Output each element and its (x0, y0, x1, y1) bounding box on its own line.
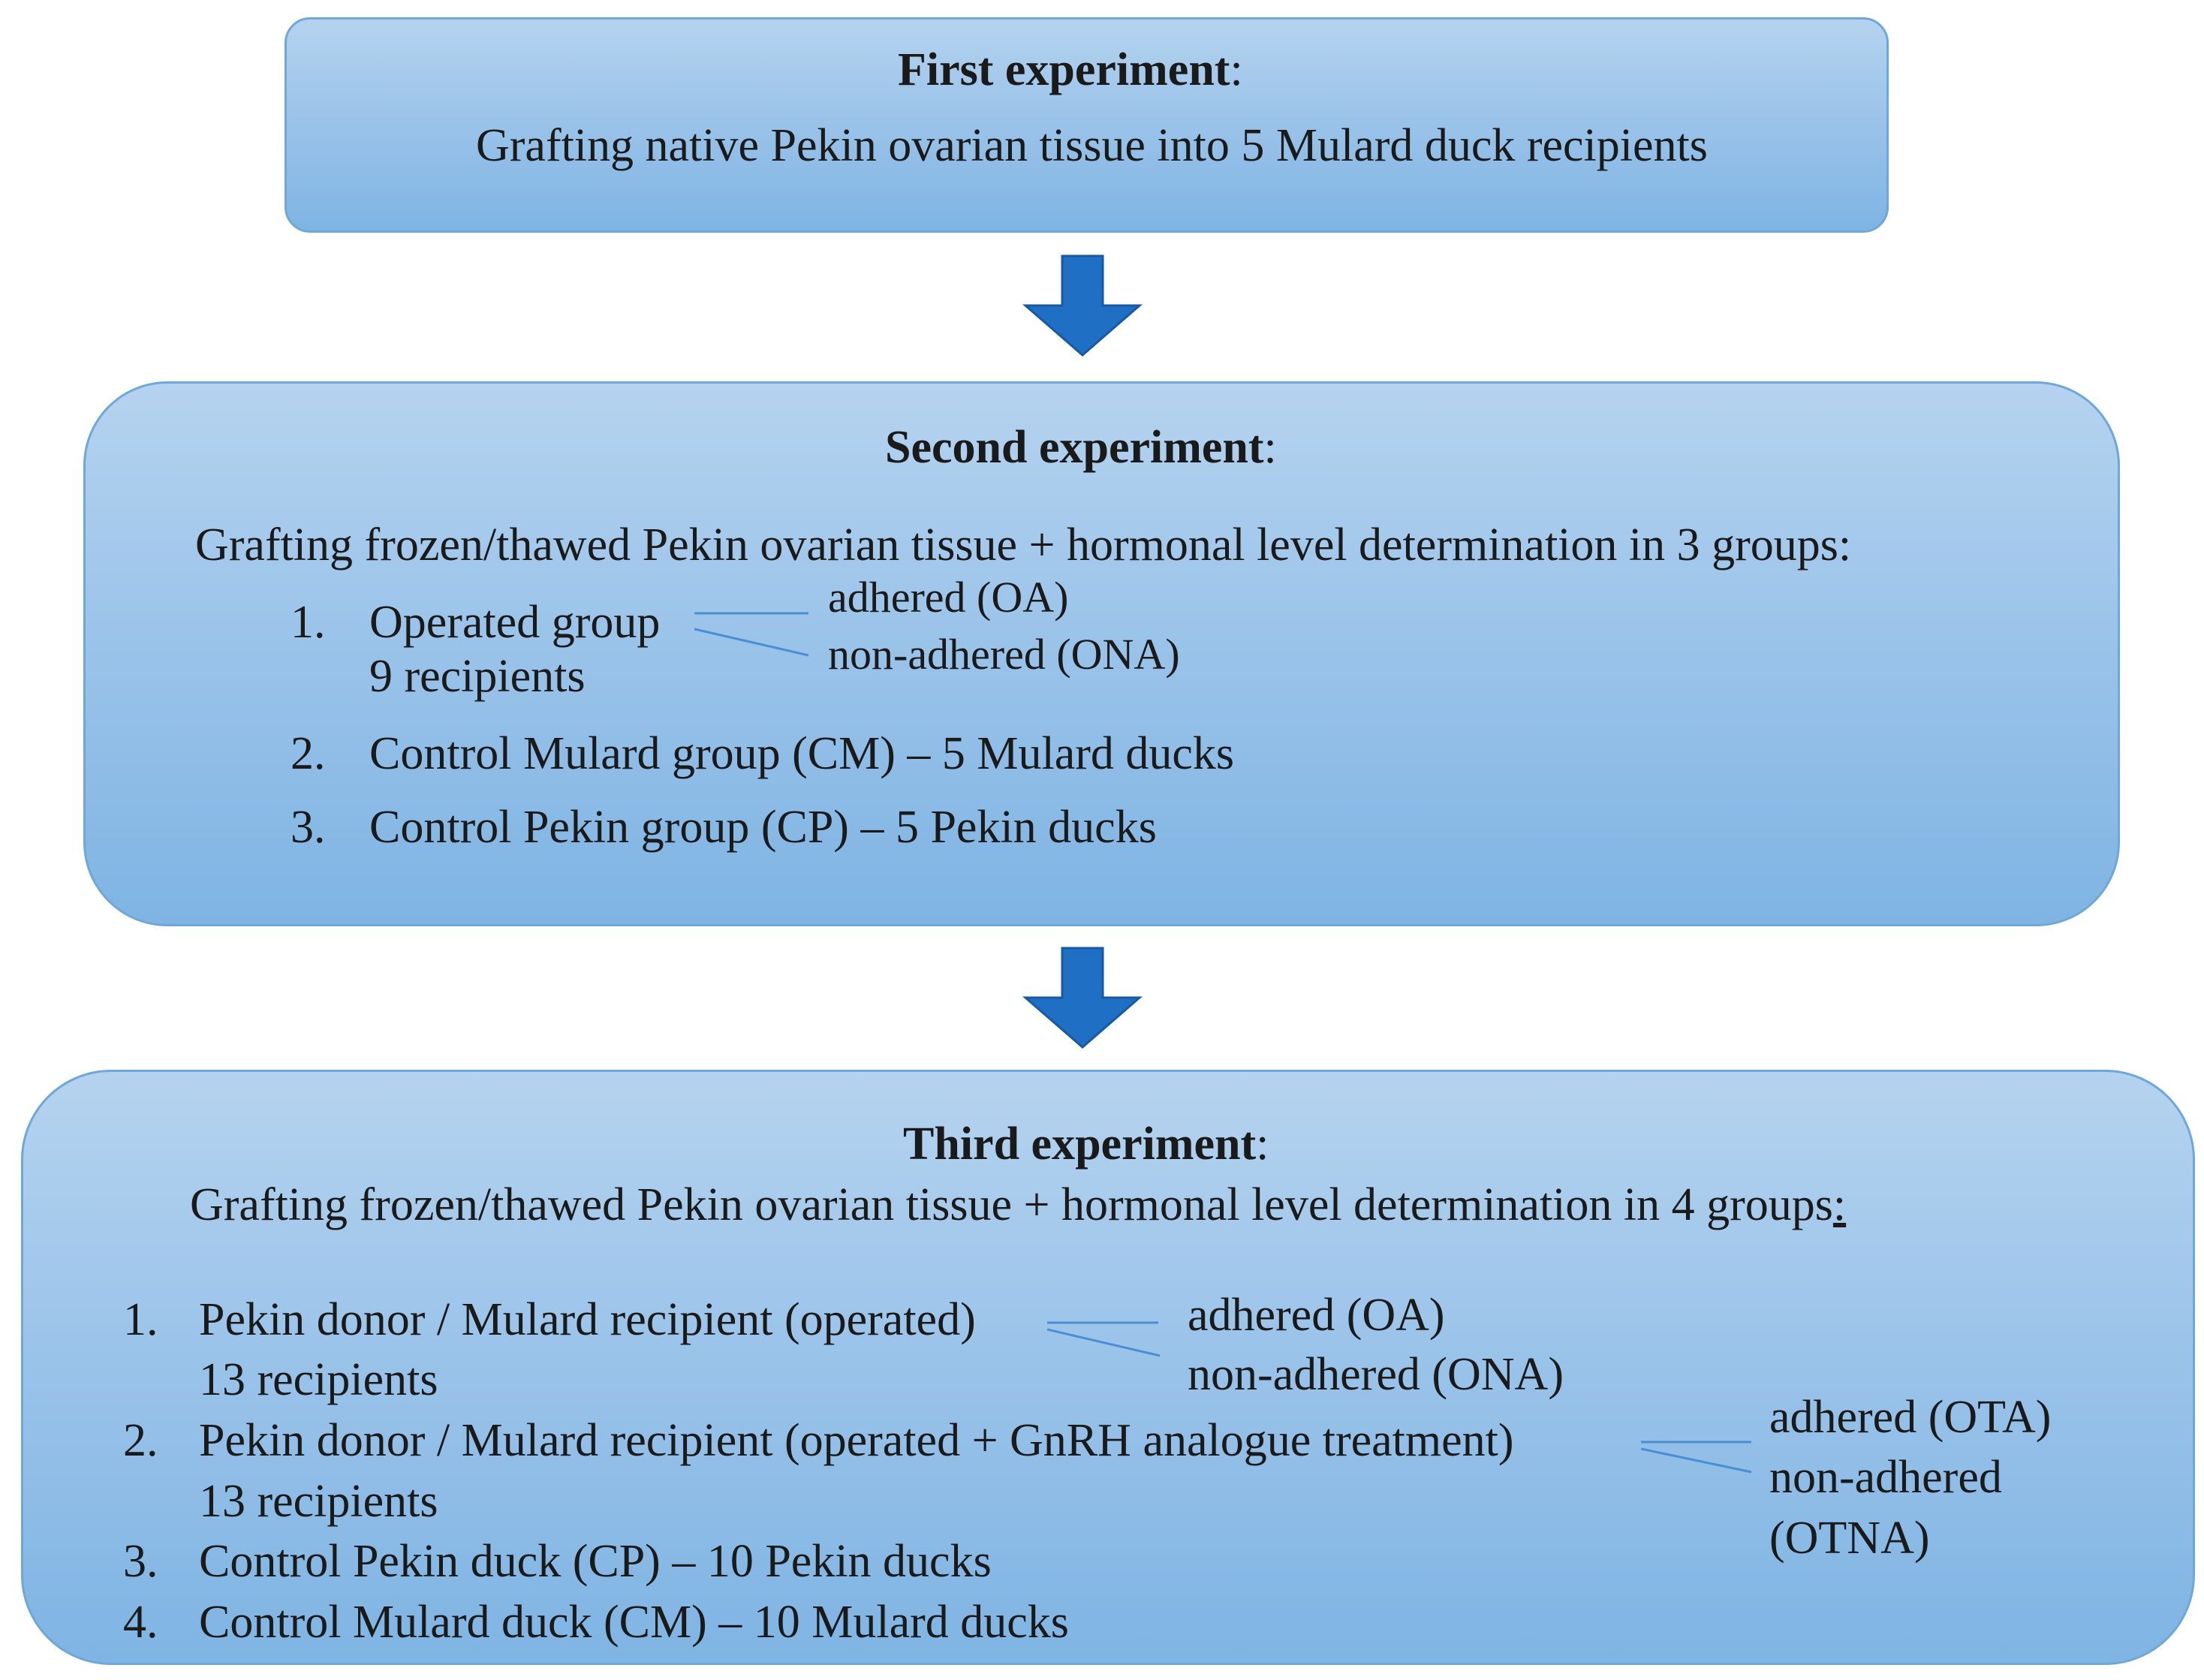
down-arrow-1 (1022, 254, 1143, 357)
first-experiment-box (285, 17, 1889, 233)
branch-label-adhered: adhered (OA) (828, 573, 1069, 622)
third-experiment-description: Grafting frozen/thawed Pekin ovarian tis… (190, 1179, 1847, 1230)
down-arrow-2 (1022, 947, 1143, 1049)
branch-label-adhered: adhered (OTA) (1769, 1392, 2052, 1443)
group-label-control-pekin: Control Pekin group (CP) – 5 Pekin ducks (369, 802, 1157, 853)
group-label-operated-gnrh: Pekin donor / Mulard recipient (operated… (199, 1415, 1514, 1466)
second-experiment-heading: Second experiment: (885, 422, 1277, 473)
connector-line (694, 628, 809, 657)
first-experiment-heading: First experiment: (898, 44, 1243, 95)
group-number: 3. (291, 802, 326, 853)
connector-line (1046, 1328, 1161, 1357)
group-label-control-mulard: Control Mulard duck (CM) – 10 Mulard duc… (199, 1597, 1069, 1648)
group-number: 1. (123, 1294, 158, 1345)
group-label-operated: Operated group (369, 597, 661, 648)
branch-label-non-adhered: non-adhered (1769, 1452, 2002, 1503)
group-label-control-mulard: Control Mulard group (CM) – 5 Mulard duc… (369, 728, 1235, 779)
group-sublabel-recipients: 13 recipients (199, 1354, 438, 1405)
group-number: 4. (123, 1597, 158, 1648)
group-number: 2. (291, 728, 326, 779)
second-experiment-description: Grafting frozen/thawed Pekin ovarian tis… (195, 519, 1852, 571)
group-number: 2. (123, 1415, 158, 1466)
branch-label-non-adhered-abbrev: (OTNA) (1769, 1513, 1930, 1564)
third-experiment-heading: Third experiment: (903, 1118, 1269, 1170)
second-experiment-box (83, 381, 2120, 926)
group-sublabel-recipients: 13 recipients (199, 1476, 438, 1527)
branch-label-adhered: adhered (OA) (1188, 1290, 1445, 1341)
group-number: 1. (291, 597, 326, 648)
branch-label-non-adhered: non-adhered (ONA) (828, 630, 1180, 679)
first-experiment-description: Grafting native Pekin ovarian tissue int… (476, 120, 1708, 171)
group-label-control-pekin: Control Pekin duck (CP) – 10 Pekin ducks (199, 1536, 992, 1587)
third-experiment-box (21, 1070, 2195, 1665)
group-label-operated: Pekin donor / Mulard recipient (operated… (199, 1294, 976, 1345)
group-sublabel-recipients: 9 recipients (369, 651, 586, 702)
branch-label-non-adhered: non-adhered (ONA) (1188, 1349, 1564, 1400)
connector-line (1640, 1447, 1752, 1474)
group-number: 3. (123, 1536, 158, 1587)
